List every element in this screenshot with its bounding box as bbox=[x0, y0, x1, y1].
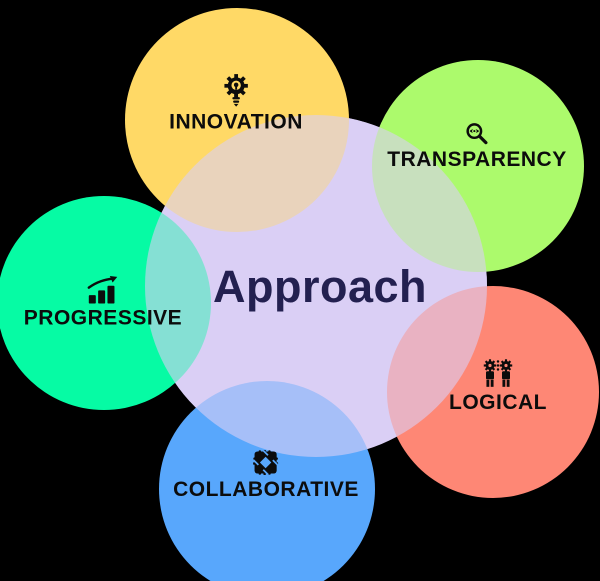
hands-square-icon bbox=[253, 450, 279, 475]
segment-label: INNOVATION bbox=[169, 110, 303, 134]
segment-label: COLLABORATIVE bbox=[173, 478, 359, 501]
segment-logical: LOGICAL bbox=[449, 359, 547, 415]
segment-label: LOGICAL bbox=[449, 391, 547, 414]
segment-label: TRANSPARENCY bbox=[387, 148, 567, 171]
diagram-title: Approach bbox=[212, 261, 428, 312]
segment-label: PROGRESSIVE bbox=[23, 306, 183, 330]
people-gears-icon bbox=[482, 359, 514, 388]
growth-chart-icon bbox=[86, 275, 120, 304]
lightbulb-gear-icon bbox=[221, 74, 251, 108]
approach-circle-overlay bbox=[145, 115, 487, 457]
segment-progressive: PROGRESSIVE bbox=[23, 275, 183, 331]
segment-transparency: TRANSPARENCY bbox=[387, 122, 566, 172]
segment-collaborative: COLLABORATIVE bbox=[173, 450, 359, 502]
magnifier-eye-icon bbox=[466, 122, 489, 145]
segment-innovation: INNOVATION bbox=[169, 74, 303, 135]
